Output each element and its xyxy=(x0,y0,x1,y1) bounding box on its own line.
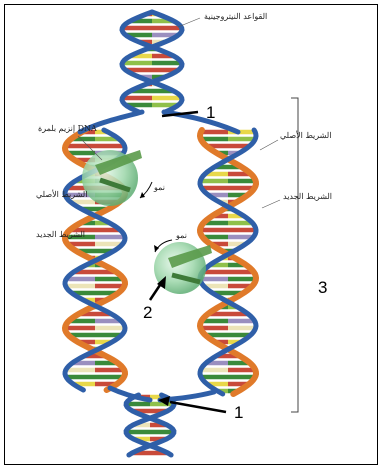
bubble-number: 3 xyxy=(318,278,327,297)
fork-top-number: 1 xyxy=(206,103,215,122)
growth-arrow-top xyxy=(140,182,152,198)
growth-top-label: نمو xyxy=(153,183,165,192)
bases-leader-line xyxy=(178,18,200,27)
new-strand-left-label: الشريط الجديد xyxy=(36,230,85,239)
growth-bottom-label: نمو xyxy=(175,231,187,240)
bases-label: القواعد النيتروجينية xyxy=(204,12,267,21)
new-right-leader-line xyxy=(262,200,280,208)
enzyme-label: إنزيم بلمرة DNA xyxy=(38,124,97,133)
original-strand-right-label: الشريط الأصلي xyxy=(280,130,331,140)
fork-bottom-number: 1 xyxy=(234,403,243,422)
enzyme-marker-number: 2 xyxy=(143,303,152,322)
sugar-phosphate-backbones xyxy=(65,12,256,455)
dna-polymerase-enzyme-top xyxy=(82,150,142,206)
original-right-leader-line xyxy=(260,140,278,150)
original-strand-left-label: الشريط الأصلي xyxy=(36,189,87,199)
bubble-bracket xyxy=(291,98,298,412)
new-strand-right-label: الشريط الجديد xyxy=(283,192,332,201)
